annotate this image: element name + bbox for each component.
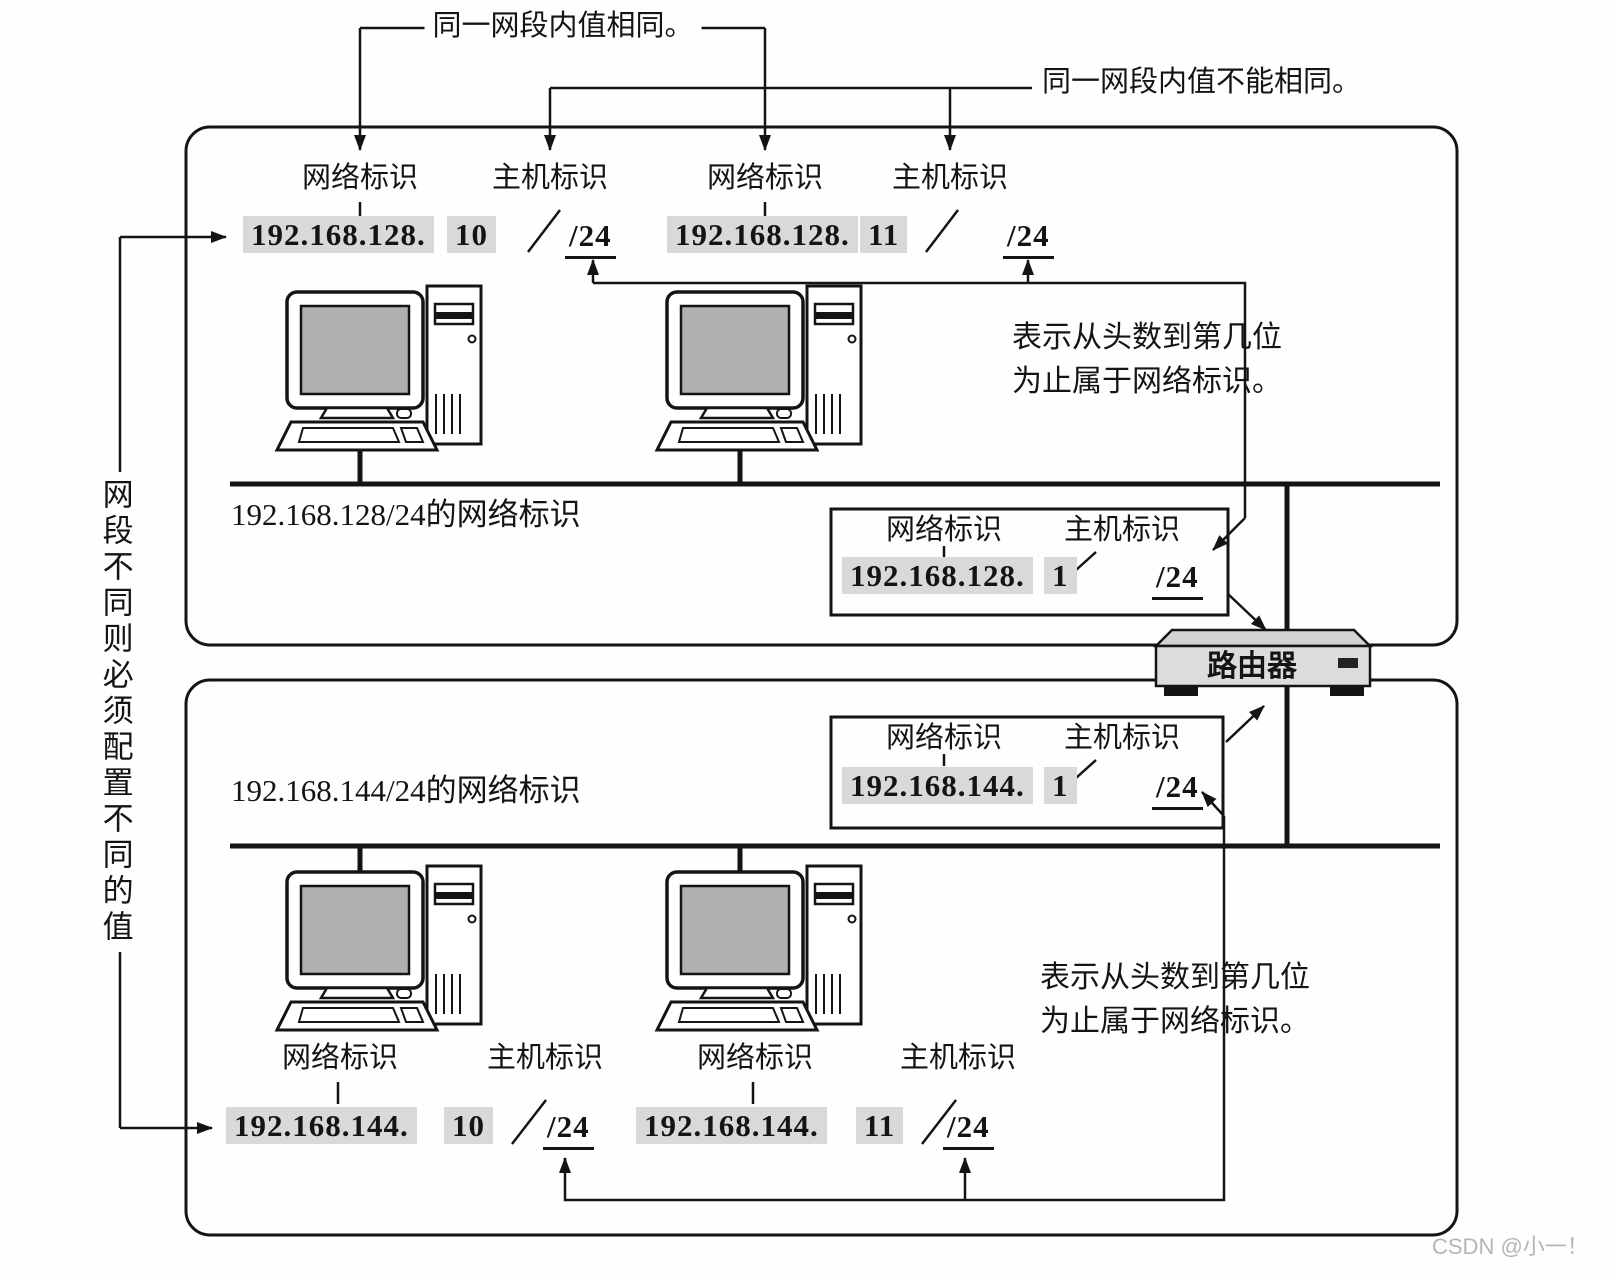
annotation-same-value: 同一网段内值相同。	[424, 10, 702, 44]
ip-network-part: 192.168.144.	[636, 1107, 827, 1144]
host-id-label: 主机标识	[1063, 722, 1181, 754]
ip-network-part: 192.168.144.	[226, 1107, 417, 1144]
ip-prefix: /24	[1152, 768, 1203, 810]
watermark: CSDN @小一！	[1432, 1234, 1589, 1259]
network-id-label: 网络标识	[281, 1042, 399, 1074]
ip-host-part: 1	[1044, 767, 1077, 804]
ip-prefix: /24	[543, 1108, 594, 1150]
ip-prefix: /24	[1152, 558, 1203, 600]
computer-icon	[655, 864, 863, 1032]
prefix-note-bottom: 表示从头数到第几位 为止属于网络标识。	[1040, 961, 1310, 1038]
segment-box-bottom	[184, 678, 1459, 1237]
ip-host-part: 10	[447, 216, 496, 253]
network-id-label: 网络标识	[885, 514, 1003, 546]
host-id-label: 主机标识	[491, 162, 609, 194]
host-id-label: 主机标识	[486, 1042, 604, 1074]
ip-network-part: 192.168.144.	[842, 767, 1033, 804]
ip-prefix: /24	[565, 217, 616, 259]
segment-box-top	[184, 125, 1459, 647]
annotation-left-note: 网段不同则必须配置不同的值	[95, 472, 135, 952]
network-id-label: 网络标识	[885, 722, 1003, 754]
ip-network-part: 192.168.128.	[667, 216, 858, 253]
ip-host-part: 1	[1044, 557, 1077, 594]
ip-network-part: 192.168.128.	[842, 557, 1033, 594]
computer-icon	[655, 284, 863, 452]
host-id-label: 主机标识	[1063, 514, 1181, 546]
annotation-not-same-value: 同一网段内值不能相同。	[1042, 66, 1362, 98]
ip-host-part: 11	[856, 1107, 904, 1144]
network-id-label: 网络标识	[706, 162, 824, 194]
router-label: 路由器	[1207, 650, 1297, 683]
computer-icon	[275, 284, 483, 452]
host-id-label: 主机标识	[891, 162, 1009, 194]
prefix-note-top: 表示从头数到第几位 为止属于网络标识。	[1012, 321, 1282, 398]
ip-host-part: 11	[860, 216, 908, 253]
segment-caption-bottom: 192.168.144/24的网络标识	[231, 773, 581, 808]
segment-caption-top: 192.168.128/24的网络标识	[231, 497, 581, 532]
host-id-label: 主机标识	[899, 1042, 1017, 1074]
computer-icon	[275, 864, 483, 1032]
ip-host-part: 10	[444, 1107, 493, 1144]
ip-network-part: 192.168.128.	[243, 216, 434, 253]
network-id-label: 网络标识	[696, 1042, 814, 1074]
ip-prefix: /24	[943, 1108, 994, 1150]
network-id-label: 网络标识	[301, 162, 419, 194]
router-icon	[1152, 628, 1374, 696]
ip-prefix: /24	[1003, 217, 1054, 259]
